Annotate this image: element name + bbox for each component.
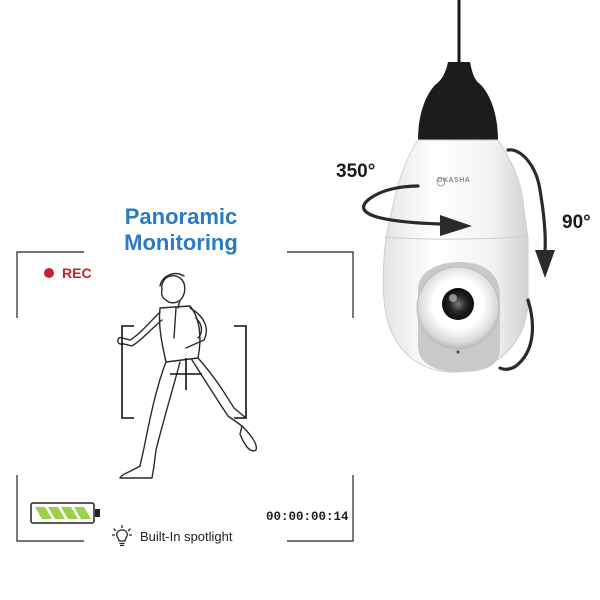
frame-corner-top-left	[16, 251, 84, 318]
spotlight-label: Built-In spotlight	[140, 528, 233, 544]
pan-arrow-icon	[362, 184, 442, 226]
frame-corner-bottom-left	[16, 475, 84, 542]
rec-indicator: REC	[44, 265, 92, 281]
timecode: 00:00:00:14	[266, 510, 349, 524]
rec-label: REC	[62, 265, 92, 281]
tilt-degrees-label: 90°	[562, 212, 591, 233]
tilt-arrow-icon	[498, 148, 547, 371]
pan-degrees-label: 350°	[336, 161, 376, 182]
pan-arrow-head	[440, 215, 472, 236]
rec-dot-icon	[44, 268, 54, 278]
headline-line2: Monitoring	[124, 230, 238, 255]
bulb-socket	[418, 62, 498, 140]
tilt-arrow-head	[535, 250, 555, 278]
headline-line1: Panoramic	[124, 204, 238, 229]
battery-icon	[30, 502, 100, 524]
frame-corner-top-right	[287, 251, 354, 318]
running-man-illustration	[117, 272, 257, 479]
camera-brand: OKASHA	[437, 177, 471, 184]
spotlight-feature: Built-In spotlight	[112, 525, 233, 547]
frame-corner-bottom-right	[287, 475, 354, 542]
lightbulb-icon	[112, 525, 132, 547]
camera-lens	[442, 288, 474, 320]
